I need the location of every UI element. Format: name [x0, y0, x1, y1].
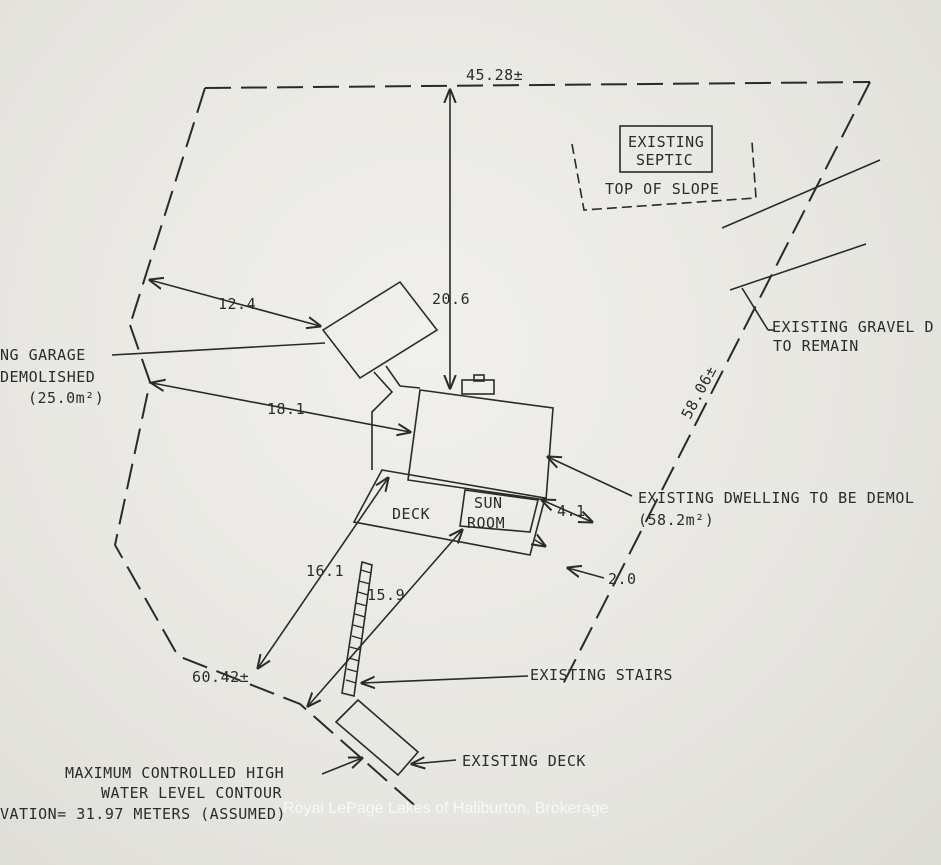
path-to-garage [371, 371, 394, 470]
gravel-label-1: EXISTING GRAVEL D [772, 318, 934, 336]
gravel-leader [741, 287, 769, 331]
garage-outline [321, 280, 439, 380]
dim-line-12-4 [150, 280, 320, 326]
dim-16-1: 16.1 [306, 562, 344, 580]
water-leader [321, 758, 362, 775]
septic-box [619, 125, 713, 173]
existing-deck-label: EXISTING DECK [462, 752, 586, 770]
shore-deck-leader [412, 760, 457, 764]
garage-leader [111, 342, 326, 356]
dim-line-18-1 [152, 383, 410, 432]
dwelling-area-label: (58.2m²) [638, 511, 714, 529]
sunroom-label-1: SUN [474, 494, 503, 512]
septic-label-2: SEPTIC [636, 151, 693, 169]
property-boundary [113, 81, 871, 811]
stairs-outline [341, 560, 373, 697]
stairs-leader [362, 675, 529, 683]
brokerage-watermark: Royal LePage Lakes of Haliburton, Broker… [283, 800, 609, 817]
dim-dwelling-west: 18.1 [267, 400, 305, 418]
gravel-label-2: TO REMAIN [773, 337, 859, 355]
dim-line-4-1 [542, 500, 592, 522]
gravel-line-upper [721, 159, 881, 229]
dim-15-9: 15.9 [367, 586, 405, 604]
garage-area-label: (25.0m²) [28, 389, 104, 407]
top-of-slope-line [571, 141, 757, 211]
dim-shoreline: 60.42± [192, 668, 249, 686]
deck-label: DECK [392, 505, 430, 523]
water-label-1: MAXIMUM CONTROLLED HIGH [65, 764, 284, 782]
dim-dwelling-north: 20.6 [432, 290, 470, 308]
dwelling-leader [548, 457, 633, 497]
sunroom-outline [459, 489, 539, 533]
dim-top-width: 45.28± [466, 66, 523, 84]
dwelling-label: EXISTING DWELLING TO BE DEMOL [638, 489, 914, 507]
dim-deck-east: 2.0 [608, 570, 637, 588]
garage-label-1: NG GARAGE [0, 346, 86, 364]
dim-line-15-9 [308, 530, 462, 706]
water-label-3: VATION= 31.97 METERS (ASSUMED) [0, 805, 286, 823]
sunroom-label-2: ROOM [467, 514, 505, 532]
top-of-slope-label: TOP OF SLOPE [605, 180, 719, 198]
septic-label-1: EXISTING [628, 133, 704, 151]
garage-label-2: DEMOLISHED [0, 368, 95, 386]
dim-dwelling-east: 4.1 [557, 502, 586, 520]
deck-outline [352, 469, 546, 556]
water-label-2: WATER LEVEL CONTOUR [101, 784, 283, 802]
dim-garage-west: 12.4 [218, 295, 256, 313]
dwelling-outline [407, 389, 554, 501]
dim-east-side: 58.06± [678, 363, 721, 422]
chimney [461, 379, 495, 395]
stairs-label: EXISTING STAIRS [530, 666, 673, 684]
dim-line-2-0 [568, 568, 605, 579]
gravel-line-lower [729, 243, 867, 291]
